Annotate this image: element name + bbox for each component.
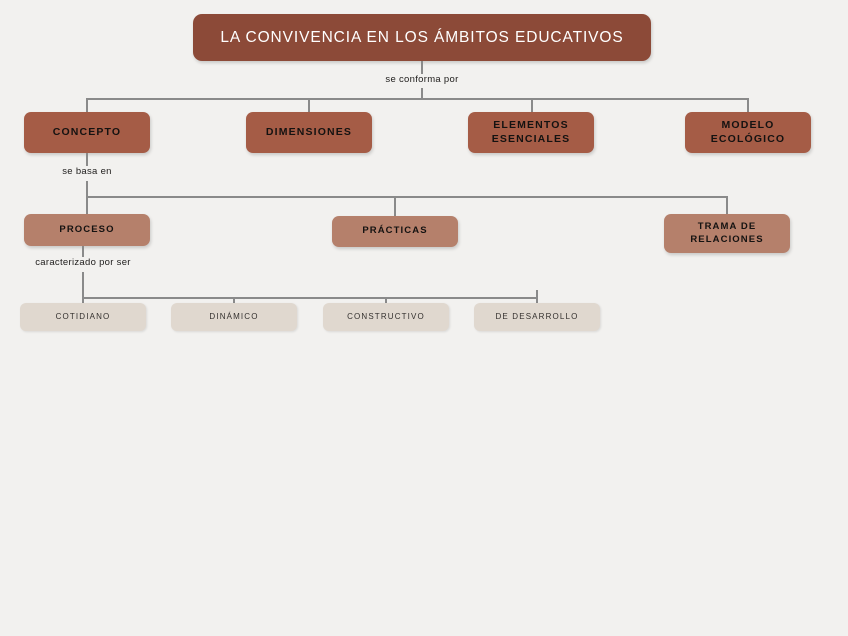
node-cotidiano[interactable]: COTIDIANO: [20, 303, 146, 331]
node-de-desarrollo-label: DE DESARROLLO: [495, 311, 579, 321]
node-root-title-label: LA CONVIVENCIA EN LOS ÁMBITOS EDUCATIVOS: [220, 28, 624, 46]
connector-drop-cotidiano: [82, 297, 84, 305]
connector-bus-level3: [87, 196, 727, 198]
connector-proceso-stem: [82, 246, 84, 257]
node-concepto-label: CONCEPTO: [52, 125, 122, 138]
connector-drop-concepto: [86, 98, 88, 113]
connector-drop-modelo: [747, 98, 749, 113]
node-dinamico-label: DINÁMICO: [209, 311, 259, 321]
connector-bus-level2: [87, 98, 748, 100]
connector-drop-trama: [726, 196, 728, 216]
connector-bus-leaves: [83, 297, 537, 299]
connector-drop-dimensiones: [308, 98, 310, 113]
edge-label-caracterizado-por-ser: caracterizado por ser: [32, 257, 134, 268]
connector-drop-dinamico: [233, 297, 235, 305]
node-trama-de-relaciones[interactable]: TRAMA DE RELACIONES: [664, 214, 790, 253]
edge-label-se-conforma-por: se conforma por: [382, 74, 462, 85]
node-constructivo[interactable]: CONSTRUCTIVO: [323, 303, 449, 331]
node-dimensiones-label: DIMENSIONES: [265, 125, 353, 138]
connector-drop-constructivo: [385, 297, 387, 305]
node-trama-de-relaciones-label: TRAMA DE RELACIONES: [690, 221, 764, 245]
node-practicas[interactable]: PRÁCTICAS: [332, 216, 458, 247]
connector-drop-proceso: [86, 196, 88, 216]
connector-root-stem: [421, 61, 423, 74]
connector-drop-practicas: [394, 196, 396, 216]
node-root-title[interactable]: LA CONVIVENCIA EN LOS ÁMBITOS EDUCATIVOS: [193, 14, 651, 61]
connector-drop-de-desarrollo: [536, 290, 538, 305]
connector-concepto-stem-lower: [86, 181, 88, 197]
connector-concepto-stem: [86, 153, 88, 166]
node-modelo-ecologico[interactable]: MODELO ECOLÓGICO: [685, 112, 811, 153]
node-practicas-label: PRÁCTICAS: [362, 225, 428, 237]
node-cotidiano-label: COTIDIANO: [55, 311, 111, 321]
node-proceso[interactable]: PROCESO: [24, 214, 150, 246]
node-dimensiones[interactable]: DIMENSIONES: [246, 112, 372, 153]
edge-label-se-basa-en: se basa en: [59, 166, 115, 177]
node-proceso-label: PROCESO: [59, 223, 115, 235]
node-modelo-ecologico-label: MODELO ECOLÓGICO: [710, 119, 786, 145]
node-elementos-esenciales-label: ELEMENTOS ESENCIALES: [491, 119, 571, 145]
node-concepto[interactable]: CONCEPTO: [24, 112, 150, 153]
node-elementos-esenciales[interactable]: ELEMENTOS ESENCIALES: [468, 112, 594, 153]
node-de-desarrollo[interactable]: DE DESARROLLO: [474, 303, 600, 331]
connector-root-stem-lower: [421, 88, 423, 99]
node-dinamico[interactable]: DINÁMICO: [171, 303, 297, 331]
connector-proceso-stem-lower: [82, 272, 84, 298]
node-constructivo-label: CONSTRUCTIVO: [347, 311, 425, 321]
connector-drop-elementos: [531, 98, 533, 113]
